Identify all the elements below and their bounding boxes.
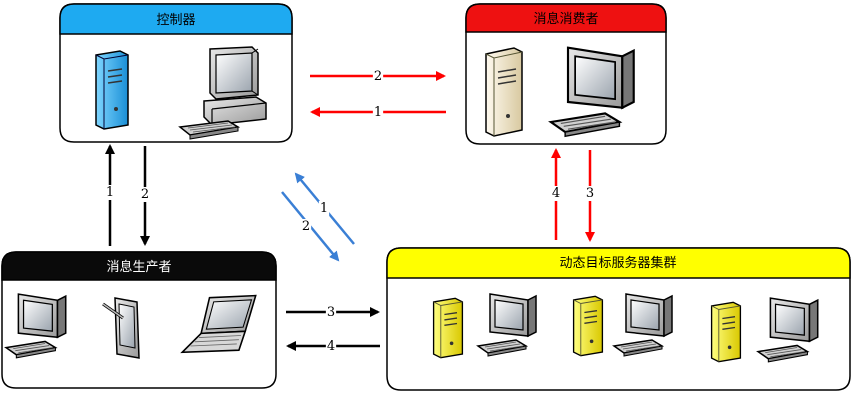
server-tower-icon: [485, 47, 523, 137]
edge-label-bg: [372, 105, 384, 120]
edge-label: 1: [320, 201, 328, 216]
edge-label-bg: [300, 219, 312, 234]
consumer-header: [465, 3, 667, 33]
edge-label-bg: [325, 339, 337, 354]
edge-label: 2: [374, 69, 382, 84]
controller-header: [59, 3, 293, 35]
edge-label: 1: [106, 185, 114, 200]
edge-label: 4: [327, 339, 335, 354]
cluster-header: [386, 247, 851, 279]
producer-title: 消息生产者: [106, 259, 171, 275]
server-tower-icon: [710, 301, 742, 363]
producer-header: [1, 251, 277, 281]
edge-label: 2: [141, 187, 149, 202]
cluster-node: 动态目标服务器集群: [386, 247, 851, 391]
edges: 2 1 1 2 1 2 4 3 3 4: [104, 69, 596, 354]
controller-title: 控制器: [156, 13, 195, 28]
edge-label-bg: [550, 186, 562, 201]
consumer-title: 消息消费者: [533, 11, 598, 27]
edge-label: 3: [327, 305, 335, 320]
cluster-title: 动态目标服务器集群: [559, 255, 676, 271]
edge-label-bg: [372, 69, 384, 84]
producer-node: 消息生产者: [1, 251, 277, 389]
consumer-node: 消息消费者: [465, 3, 667, 145]
edge-label-bg: [139, 187, 151, 202]
server-tower-icon: [432, 297, 464, 359]
server-tower-icon: [572, 295, 604, 357]
edge-label-bg: [104, 185, 116, 200]
edge-label-bg: [325, 305, 337, 320]
server-tower-icon: [95, 50, 129, 130]
edge-label: 2: [302, 219, 310, 234]
edge-label-bg: [318, 201, 330, 216]
controller-node: 控制器: [59, 3, 293, 143]
edge-label: 1: [374, 105, 382, 120]
edge-label-bg: [584, 186, 596, 201]
edge-label: 4: [552, 186, 560, 201]
edge-label: 3: [586, 186, 594, 201]
